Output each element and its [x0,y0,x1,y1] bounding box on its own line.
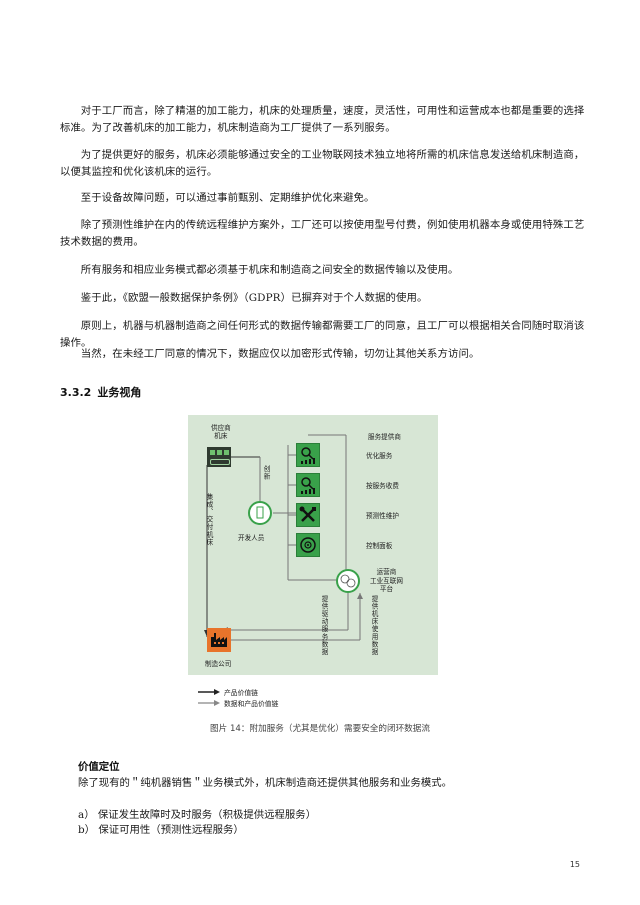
supplier-machine-icon [207,447,231,467]
paragraph-1: 对于工厂而言，除了精湛的加工能力，机床的处理质量，速度，灵活性，可用性和运营成本… [60,105,585,134]
dashboard-icon [296,533,320,557]
paragraph-4: 除了预测性维护在内的传统远程维护方案外，工厂还可以按使用型号付费，例如使用机器本… [60,219,585,248]
value-positioning-intro: 除了现有的＂纯机器销售＂业务模式外，机床制造商还提供其他服务和业务模式。 [78,777,453,789]
optimization-chart-icon [296,443,320,467]
developer-label: 开发人员 [238,534,265,542]
manufacturer-label: 制造公司 [205,660,232,668]
value-positioning-title: 价值定位 [78,761,120,773]
innovation-label: 创新 [262,465,270,481]
service-label-dashboard: 控制面板 [366,542,393,550]
integration-delivery-label: 集成、交付机床 [205,493,213,547]
legend-item-product: 产品价值链 [198,686,278,697]
figure-caption: 图片 14：附加服务（尤其是优化）需要安全的闭环数据流 [210,724,430,734]
legend-grey-arrow-icon [198,699,220,706]
paragraph-5: 所有服务和相应业务模式都必须基于机床和制造商之间安全的数据传输以及使用。 [80,264,459,276]
paragraph-2: 为了提供更好的服务，机床必须能够通过安全的工业物联网技术独立地将所需的机床信息发… [60,149,585,178]
pay-per-use-chart-icon [296,473,320,497]
legend-label-product: 产品价值链 [224,688,258,697]
tools-icon [296,503,320,527]
platform-operator-label: 运营商 工业互联网 平台 [370,568,403,593]
factory-icon [207,628,231,652]
service-label-pay-per-use: 按服务收费 [366,482,399,490]
paragraph-8: 当然，在未经工厂同意的情况下，数据应仅以加密形式传输，切勿让其他关系方访问。 [80,348,480,360]
drive-service-data-label: 提供驱动服务数据 [320,595,328,656]
legend-label-data-product: 数据和产品价值链 [224,699,279,708]
legend-dark-arrow-icon [198,688,220,695]
service-provider-label: 服务提供商 [368,433,401,441]
legend-item-data-product: 数据和产品价值链 [198,697,278,708]
service-label-predictive-maintenance: 预测性维护 [366,512,399,520]
supplier-label: 供应商 机床 [211,424,231,440]
closed-loop-data-flow-diagram: 供应商 机床 集成、交付机床 创新 开发人员 服务提供商 优化服务 按服务收费 … [188,415,438,675]
section-title: 业务视角 [97,386,142,399]
machine-usage-data-label: 提供机床使用数据 [370,595,378,656]
paragraph-7: 原则上，机器与机器制造商之间任何形式的数据传输都需要工厂的同意，且工厂可以根据相… [60,320,585,349]
section-heading: 3.3.2 业务视角 [60,384,141,400]
value-item-a: a） 保证发生故障时及时服务（积极提供远程服务） [78,809,317,821]
service-label-optimization: 优化服务 [366,452,393,460]
paragraph-3: 至于设备故障问题，可以通过事前甄别、定期维护优化来避免。 [80,192,375,204]
paragraph-6: 鉴于此，《欧盟一般数据保护条例》（GDPR）已摒弃对于个人数据的使用。 [80,292,428,304]
value-item-b: b） 保证可用性（预测性远程服务） [78,824,244,836]
page-number: 15 [569,860,580,869]
section-number: 3.3.2 [60,386,92,399]
diagram-legend: 产品价值链 数据和产品价值链 [198,686,278,708]
